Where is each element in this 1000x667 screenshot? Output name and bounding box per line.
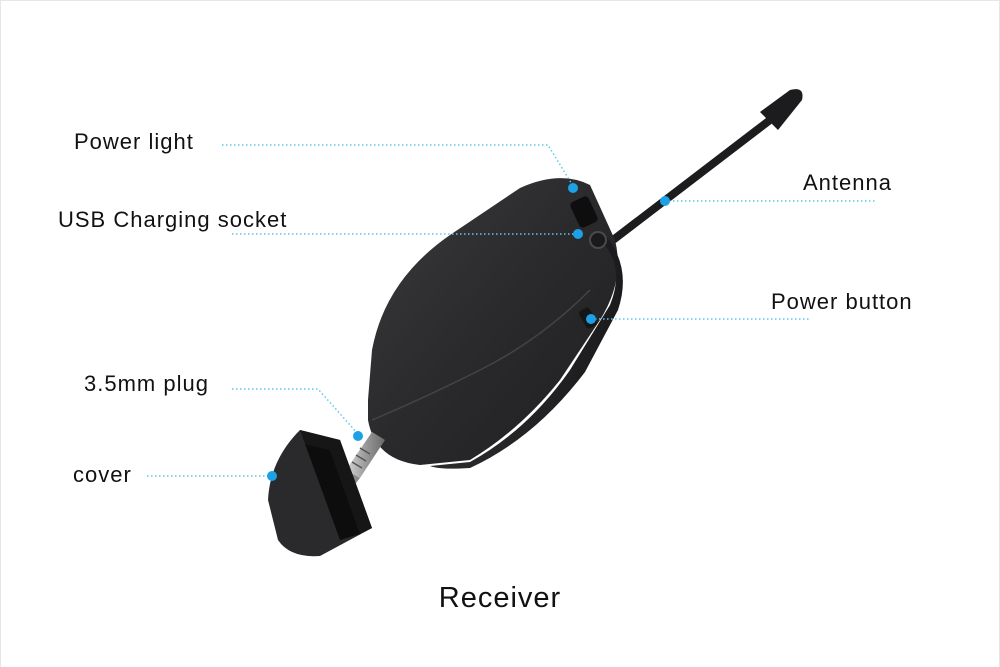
dot-usb [573, 229, 583, 239]
cover-part [268, 430, 372, 557]
dot-antenna [660, 196, 670, 206]
dot-cover [267, 471, 277, 481]
receiver-body [368, 178, 623, 469]
label-antenna: Antenna [803, 170, 892, 195]
label-power-light: Power light [74, 129, 194, 154]
dot-power-button [586, 314, 596, 324]
leader-lines [147, 144, 876, 477]
leader-plug [232, 388, 359, 435]
dot-power-light [568, 183, 578, 193]
antenna-part [596, 89, 803, 254]
caption: Receiver [438, 582, 562, 614]
leader-dots [267, 183, 670, 481]
label-power-button: Power button [771, 289, 913, 314]
label-cover: cover [73, 462, 132, 487]
label-plug: 3.5mm plug [84, 371, 209, 396]
leader-power-light [222, 144, 574, 187]
label-usb-charging-socket: USB Charging socket [58, 207, 288, 232]
dot-plug [353, 431, 363, 441]
